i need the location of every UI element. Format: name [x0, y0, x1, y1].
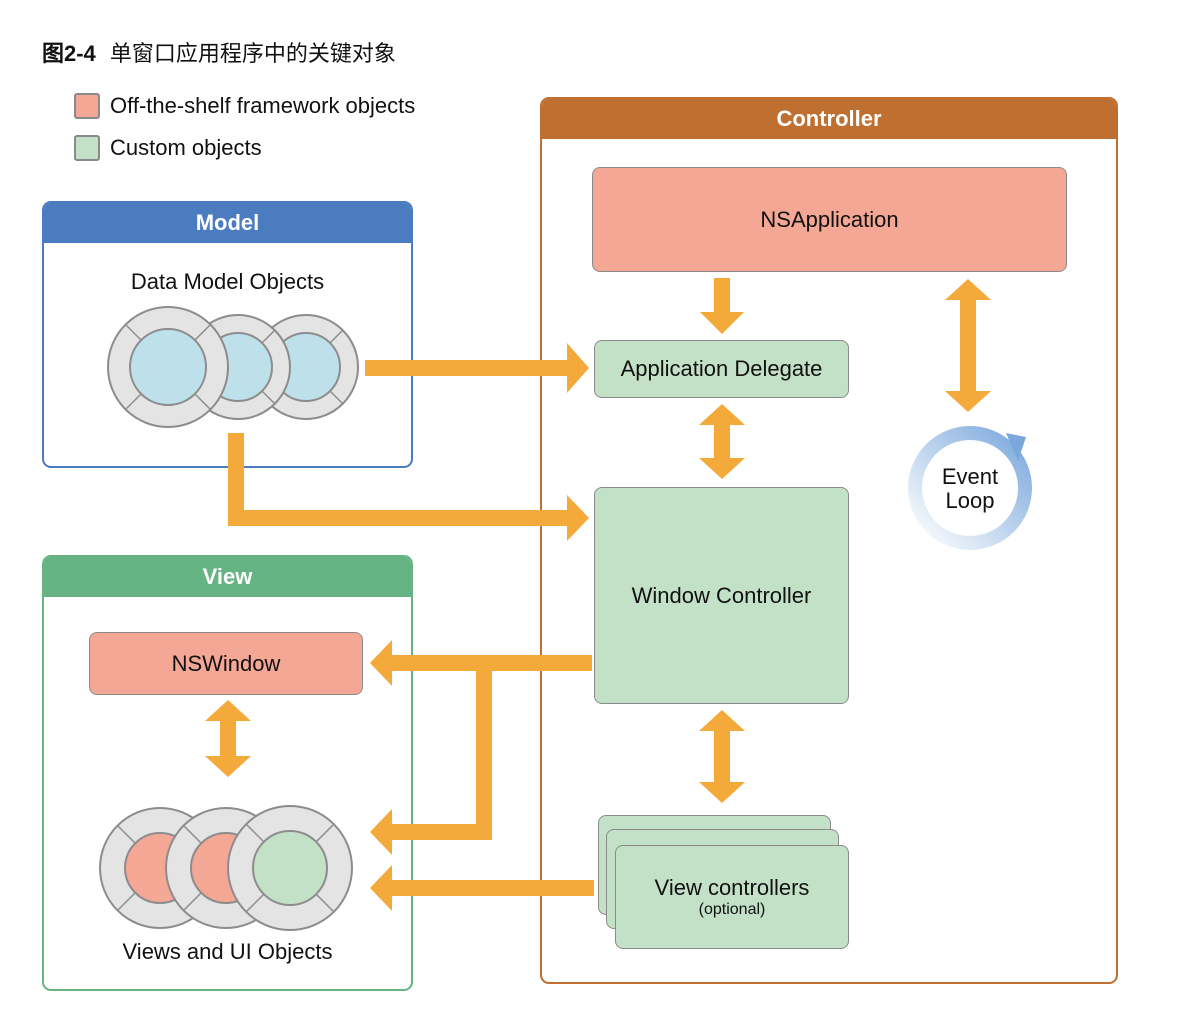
model-panel: Model	[42, 201, 413, 468]
nsapplication-box: NSApplication	[592, 167, 1067, 272]
nsapplication-label: NSApplication	[760, 206, 899, 232]
figure-caption: 图2-4 单窗口应用程序中的关键对象	[42, 36, 396, 68]
arrow-nswindow-views	[205, 700, 251, 777]
view-controllers-box: View controllers (optional)	[615, 845, 849, 949]
application-delegate-label: Application Delegate	[620, 356, 823, 381]
event-loop-icon: Event Loop	[908, 426, 1032, 550]
view-controllers-label: View controllers	[654, 875, 810, 900]
event-loop-label-line2: Loop	[946, 488, 995, 513]
view-object-icons	[99, 805, 353, 931]
legend-item-custom: Custom objects	[74, 135, 262, 161]
legend-item-framework: Off-the-shelf framework objects	[74, 93, 415, 119]
view-controllers-optional-label: (optional)	[698, 901, 766, 918]
view-panel-title: View	[44, 557, 411, 597]
arrow-window-controller-to-views	[370, 671, 492, 855]
connection-arrows	[205, 278, 991, 911]
data-model-objects-label: Data Model Objects	[130, 269, 325, 294]
views-ui-objects-label: Views and UI Objects	[122, 939, 333, 964]
window-controller-label: Window Controller	[631, 582, 812, 608]
nswindow-label: NSWindow	[171, 650, 281, 676]
controller-panel-title: Controller	[542, 99, 1116, 139]
arrow-window-controller-to-nswindow	[370, 640, 592, 686]
data-model-object-icon	[107, 306, 229, 428]
arrow-model-to-window-controller	[228, 433, 589, 541]
figure-title: 单窗口应用程序中的关键对象	[109, 41, 396, 66]
arrow-nsapplication-to-delegate	[700, 278, 744, 334]
arrow-view-controllers-to-views	[370, 865, 594, 911]
event-loop-arrowhead	[1006, 433, 1026, 461]
model-panel-title: Model	[44, 203, 411, 243]
arrow-window-controller-view-controllers	[699, 710, 745, 803]
legend-swatch-green	[74, 135, 100, 161]
application-delegate-box: Application Delegate	[594, 340, 849, 398]
legend-label-framework: Off-the-shelf framework objects	[110, 93, 416, 118]
legend-label-custom: Custom objects	[110, 135, 262, 160]
nswindow-box: NSWindow	[89, 632, 363, 695]
event-loop-label-line1: Event	[942, 464, 998, 489]
data-model-object-icons	[107, 306, 359, 428]
arrow-nsapplication-event-loop	[945, 279, 991, 412]
figure-number: 图2-4	[42, 41, 96, 66]
arrow-delegate-window-controller	[699, 404, 745, 479]
legend-swatch-red	[74, 93, 100, 119]
window-controller-box: Window Controller	[594, 487, 849, 704]
view-object-icon	[227, 805, 353, 931]
arrow-model-to-delegate	[365, 343, 589, 393]
